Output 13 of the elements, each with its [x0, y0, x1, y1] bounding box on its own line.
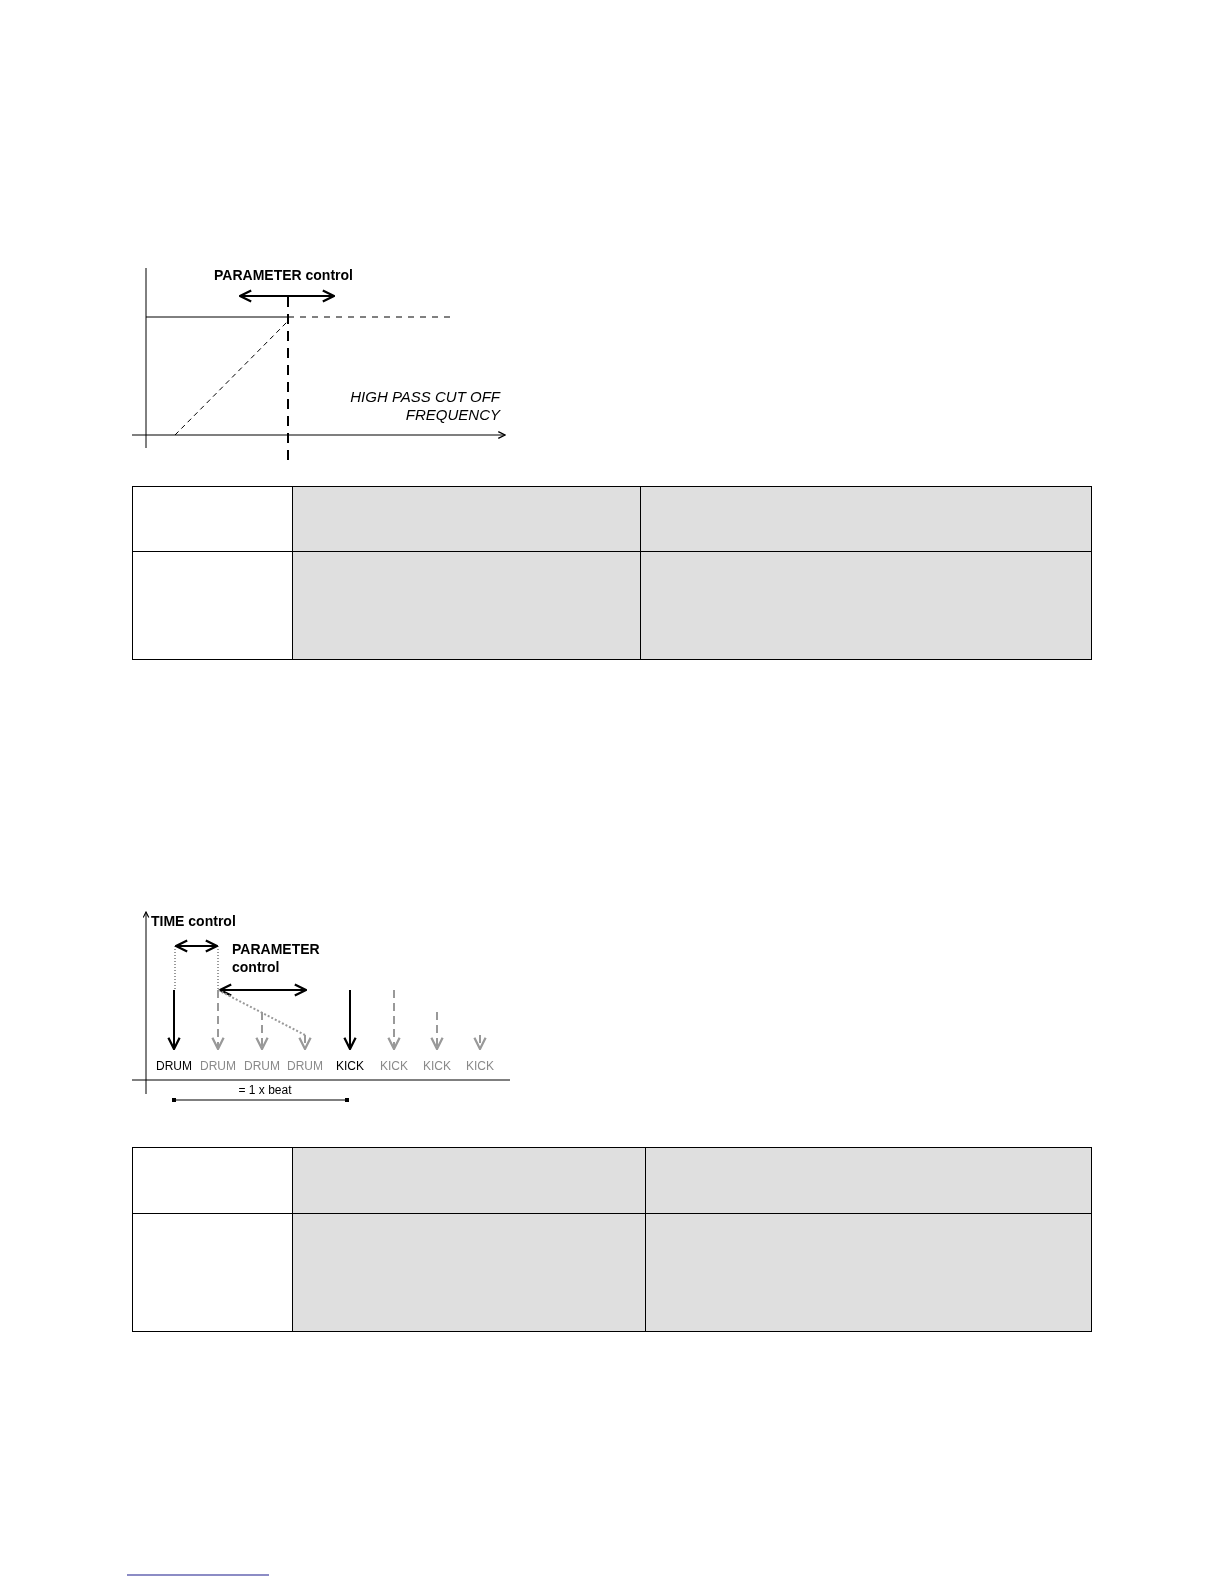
event-label: KICK — [335, 1058, 365, 1075]
dimension-label: = 1 x beat — [237, 1082, 293, 1099]
event-label: KICK — [465, 1058, 495, 1075]
control-label: PARAMETER control — [232, 940, 321, 976]
event-label: KICK — [379, 1058, 409, 1075]
axis-label: PARAMETER control — [214, 266, 354, 285]
event-label: DRUM — [286, 1058, 324, 1075]
axis-label: TIME control — [151, 912, 237, 931]
event-label: DRUM — [155, 1058, 193, 1075]
event-label: DRUM — [199, 1058, 237, 1075]
event-label: DRUM — [243, 1058, 281, 1075]
axis-label: HIGH PASS CUT OFF FREQUENCY — [349, 388, 500, 424]
event-label: KICK — [422, 1058, 452, 1075]
